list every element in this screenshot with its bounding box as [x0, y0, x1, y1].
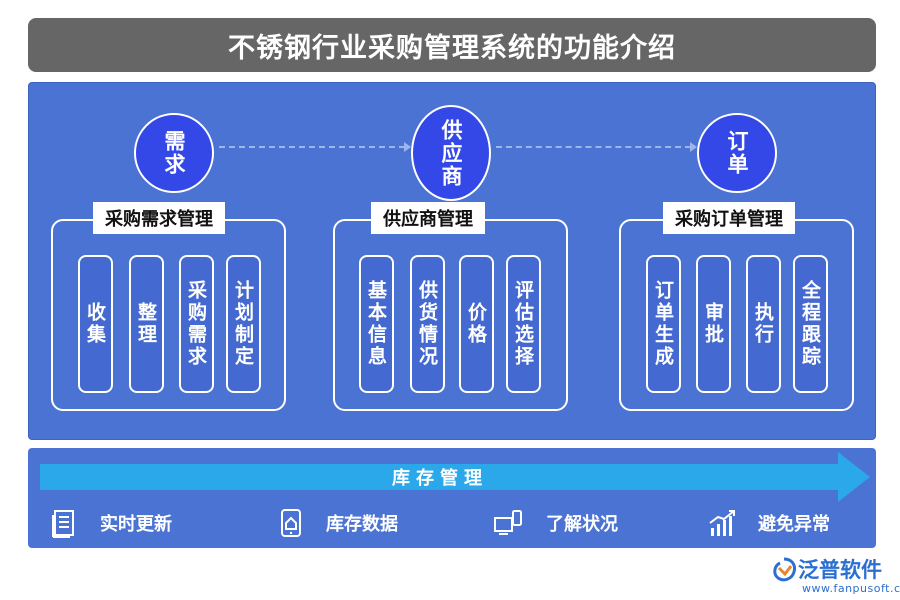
node-demand: 需求	[134, 113, 214, 193]
brand-url: www.fanpusoft.com	[802, 582, 900, 595]
inventory-arrow: 库存管理	[40, 452, 870, 502]
feature-status: 了解状况	[490, 506, 618, 540]
group-order-item: 全程跟踪	[793, 255, 828, 393]
inventory-arrow-bar	[40, 464, 840, 490]
devices-icon	[494, 510, 522, 535]
node-supplier: 供应商	[411, 105, 491, 201]
group-demand-item: 整理	[129, 255, 164, 393]
group-supplier-item: 基本信息	[359, 255, 394, 393]
connector-supplier-order	[496, 142, 697, 152]
group-order-item: 执行	[746, 255, 781, 393]
feature-stock-data-label: 库存数据	[326, 514, 398, 535]
group-demand-item: 收集	[78, 255, 113, 393]
node-order-label: 订单	[725, 130, 749, 176]
growth-chart-icon	[709, 510, 735, 536]
group-order-item: 审批	[696, 255, 731, 393]
group-demand-title: 采购需求管理	[93, 202, 225, 234]
feature-realtime: 实时更新	[50, 506, 172, 540]
node-order: 订单	[697, 113, 777, 193]
feature-avoid-anomaly: 避免异常	[708, 506, 830, 540]
brand-watermark: 泛普软件 www.fanpusoft.com	[768, 554, 900, 598]
arrow-head-icon	[404, 142, 411, 152]
group-supplier-item: 评估选择	[506, 255, 541, 393]
feature-realtime-label: 实时更新	[100, 514, 172, 535]
page-title: 不锈钢行业采购管理系统的功能介绍	[228, 32, 676, 64]
node-demand-label: 需求	[162, 130, 186, 176]
feature-stock-data: 库存数据	[276, 506, 398, 540]
main-panel: 需求 供应商 订单 采购需求管理 收集 整理 采购需求 计划制定 供应商管理 基…	[28, 82, 876, 440]
feature-status-label: 了解状况	[546, 514, 618, 535]
group-order-item: 订单生成	[646, 255, 681, 393]
group-supplier-item: 供货情况	[410, 255, 445, 393]
brand-name: 泛普软件	[798, 558, 882, 582]
group-supplier-item: 价格	[459, 255, 494, 393]
title-bar: 不锈钢行业采购管理系统的功能介绍	[28, 18, 876, 72]
node-supplier-label: 供应商	[439, 118, 463, 188]
document-icon	[52, 510, 74, 538]
inventory-panel: 库存管理 实时更新 库存数据 了解状况	[28, 448, 876, 548]
arrow-right-icon	[838, 452, 870, 502]
brand-logo-icon	[773, 557, 796, 582]
phone-home-icon	[281, 509, 301, 537]
feature-avoid-anomaly-label: 避免异常	[758, 514, 830, 535]
group-order-title: 采购订单管理	[663, 202, 795, 234]
group-demand-item: 计划制定	[226, 255, 261, 393]
connector-demand-supplier	[219, 142, 411, 152]
group-demand-item: 采购需求	[179, 255, 214, 393]
inventory-title: 库存管理	[392, 468, 488, 489]
arrow-head-icon	[690, 142, 697, 152]
group-supplier-title: 供应商管理	[371, 202, 485, 234]
